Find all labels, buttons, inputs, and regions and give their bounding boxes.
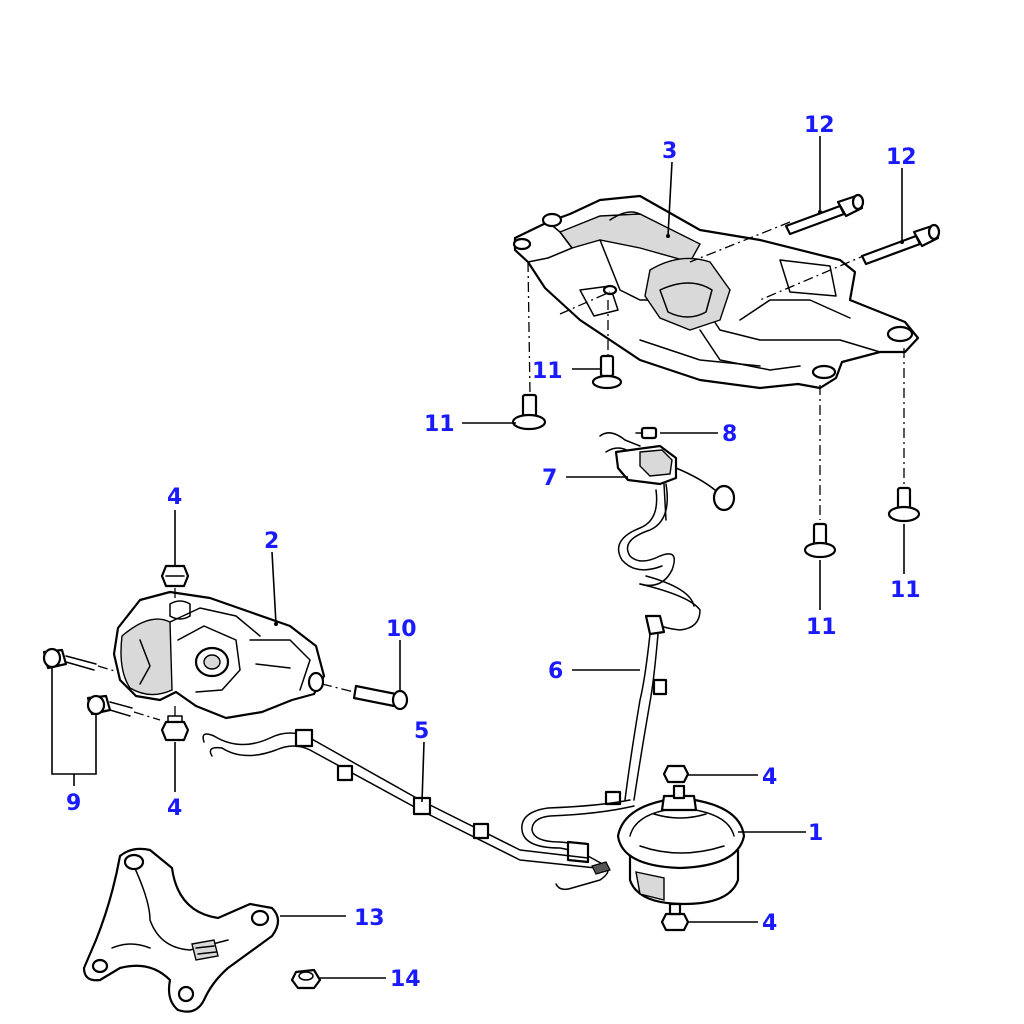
callout-2: 2 [264, 529, 279, 554]
part-bolt-11-d [887, 486, 921, 523]
callout-12-a: 12 [804, 113, 835, 138]
part-bolt-12-b [860, 223, 941, 266]
part-bolt-11-b [511, 393, 547, 431]
callout-13: 13 [354, 906, 385, 931]
part-nut-4-top-left [160, 564, 190, 588]
part-bolt-11-c [803, 522, 837, 559]
part-bracket-13 [82, 847, 280, 1013]
callout-14: 14 [390, 967, 421, 992]
part-crossmember [512, 194, 920, 390]
callout-4-bottom-left: 4 [167, 796, 182, 821]
part-hydromount-1 [616, 784, 746, 906]
callout-7: 7 [542, 466, 557, 491]
part-nut-14 [290, 968, 322, 990]
part-bolt-9-a [42, 647, 97, 671]
callout-11-d: 11 [890, 578, 921, 603]
callout-4-bottom-right: 4 [762, 911, 777, 936]
callout-11-b: 11 [424, 412, 455, 437]
callout-3: 3 [662, 139, 677, 164]
callout-4-top-right: 4 [762, 765, 777, 790]
callout-11-a: 11 [532, 359, 563, 384]
callout-4-top-left: 4 [167, 485, 182, 510]
leader-lines [51, 136, 905, 979]
callout-8: 8 [722, 422, 737, 447]
part-bolt-12-a [784, 193, 865, 236]
callout-1: 1 [808, 821, 823, 846]
callout-6: 6 [548, 659, 563, 684]
callout-9: 9 [66, 791, 81, 816]
part-nut-4-top-right [662, 764, 690, 784]
alignment-lines-crossmember [527, 221, 905, 520]
part-hose-5 [202, 728, 611, 891]
part-bolt-10 [352, 684, 409, 711]
callout-11-c: 11 [806, 615, 837, 640]
part-sensor-7 [599, 432, 736, 521]
callout-10: 10 [386, 617, 417, 642]
callouts: 1 2 3 4 4 4 4 5 6 7 8 9 10 11 11 11 11 1… [66, 113, 921, 992]
part-engine-mount-2 [112, 590, 326, 720]
part-nut-4-bottom-right [660, 902, 690, 932]
part-hose-6 [521, 483, 701, 864]
callout-5: 5 [414, 719, 429, 744]
part-nut-4-bottom-left [160, 715, 190, 742]
callout-12-b: 12 [886, 145, 917, 170]
part-clip-8 [635, 426, 658, 440]
part-bolt-9-b [86, 694, 133, 717]
part-bolt-11-a [591, 354, 623, 390]
